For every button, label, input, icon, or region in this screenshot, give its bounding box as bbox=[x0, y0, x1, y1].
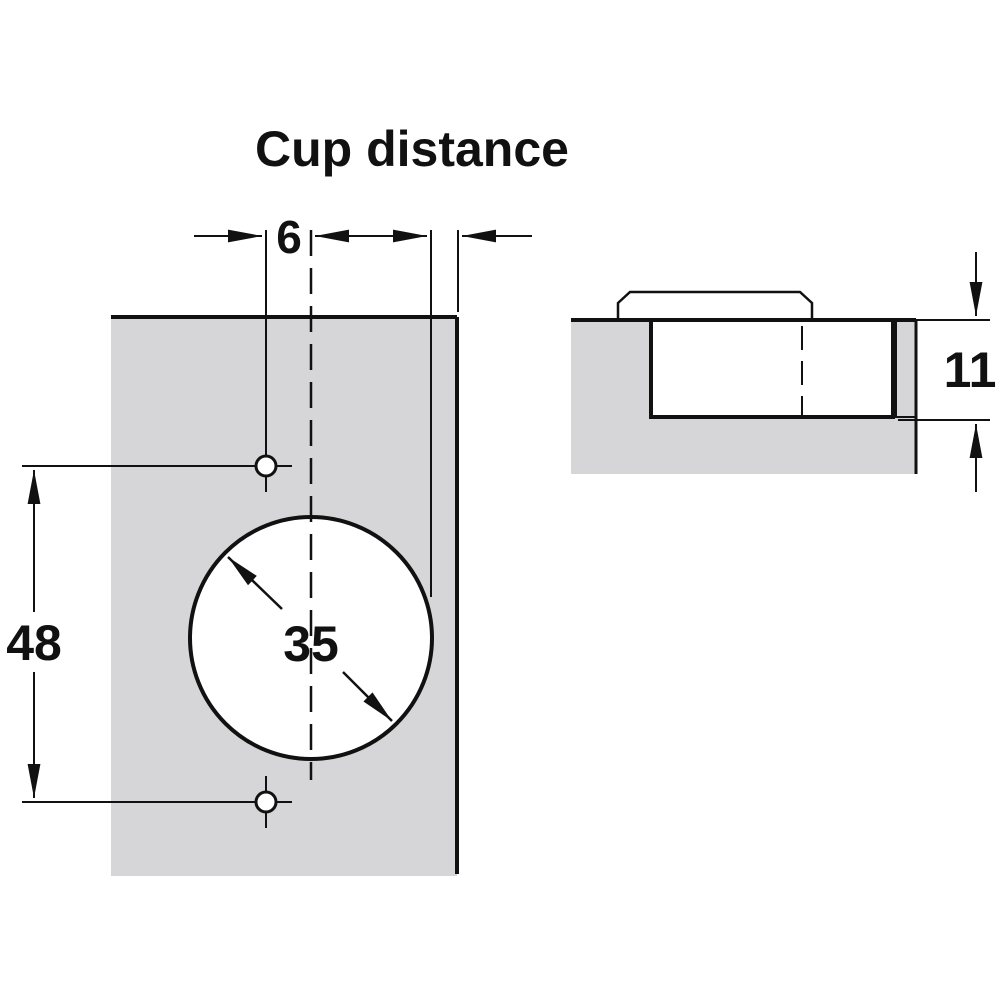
cup-distance-dimension: 6 bbox=[194, 211, 532, 263]
hinge-flange bbox=[616, 290, 814, 318]
hinge-cup-section-view bbox=[571, 290, 918, 474]
hole-spacing-value: 48 bbox=[6, 615, 62, 671]
cup-diameter-arrow-upper bbox=[227, 556, 283, 610]
cup-recess bbox=[649, 318, 895, 419]
door-panel-front-view bbox=[22, 230, 459, 876]
cup-distance-value: 6 bbox=[276, 211, 302, 263]
cup-depth-value: 11 bbox=[944, 342, 997, 398]
screw-hole-bottom bbox=[240, 776, 292, 828]
cup-diameter-value: 35 bbox=[283, 616, 339, 672]
diagram-title: Cup distance bbox=[255, 121, 569, 177]
cup-depth-dimension: 11 bbox=[898, 252, 996, 492]
hole-spacing-dimension: 48 bbox=[6, 470, 62, 798]
cup-diameter-arrow-lower bbox=[342, 671, 393, 722]
cup-diameter-dimension: 35 bbox=[227, 556, 393, 722]
